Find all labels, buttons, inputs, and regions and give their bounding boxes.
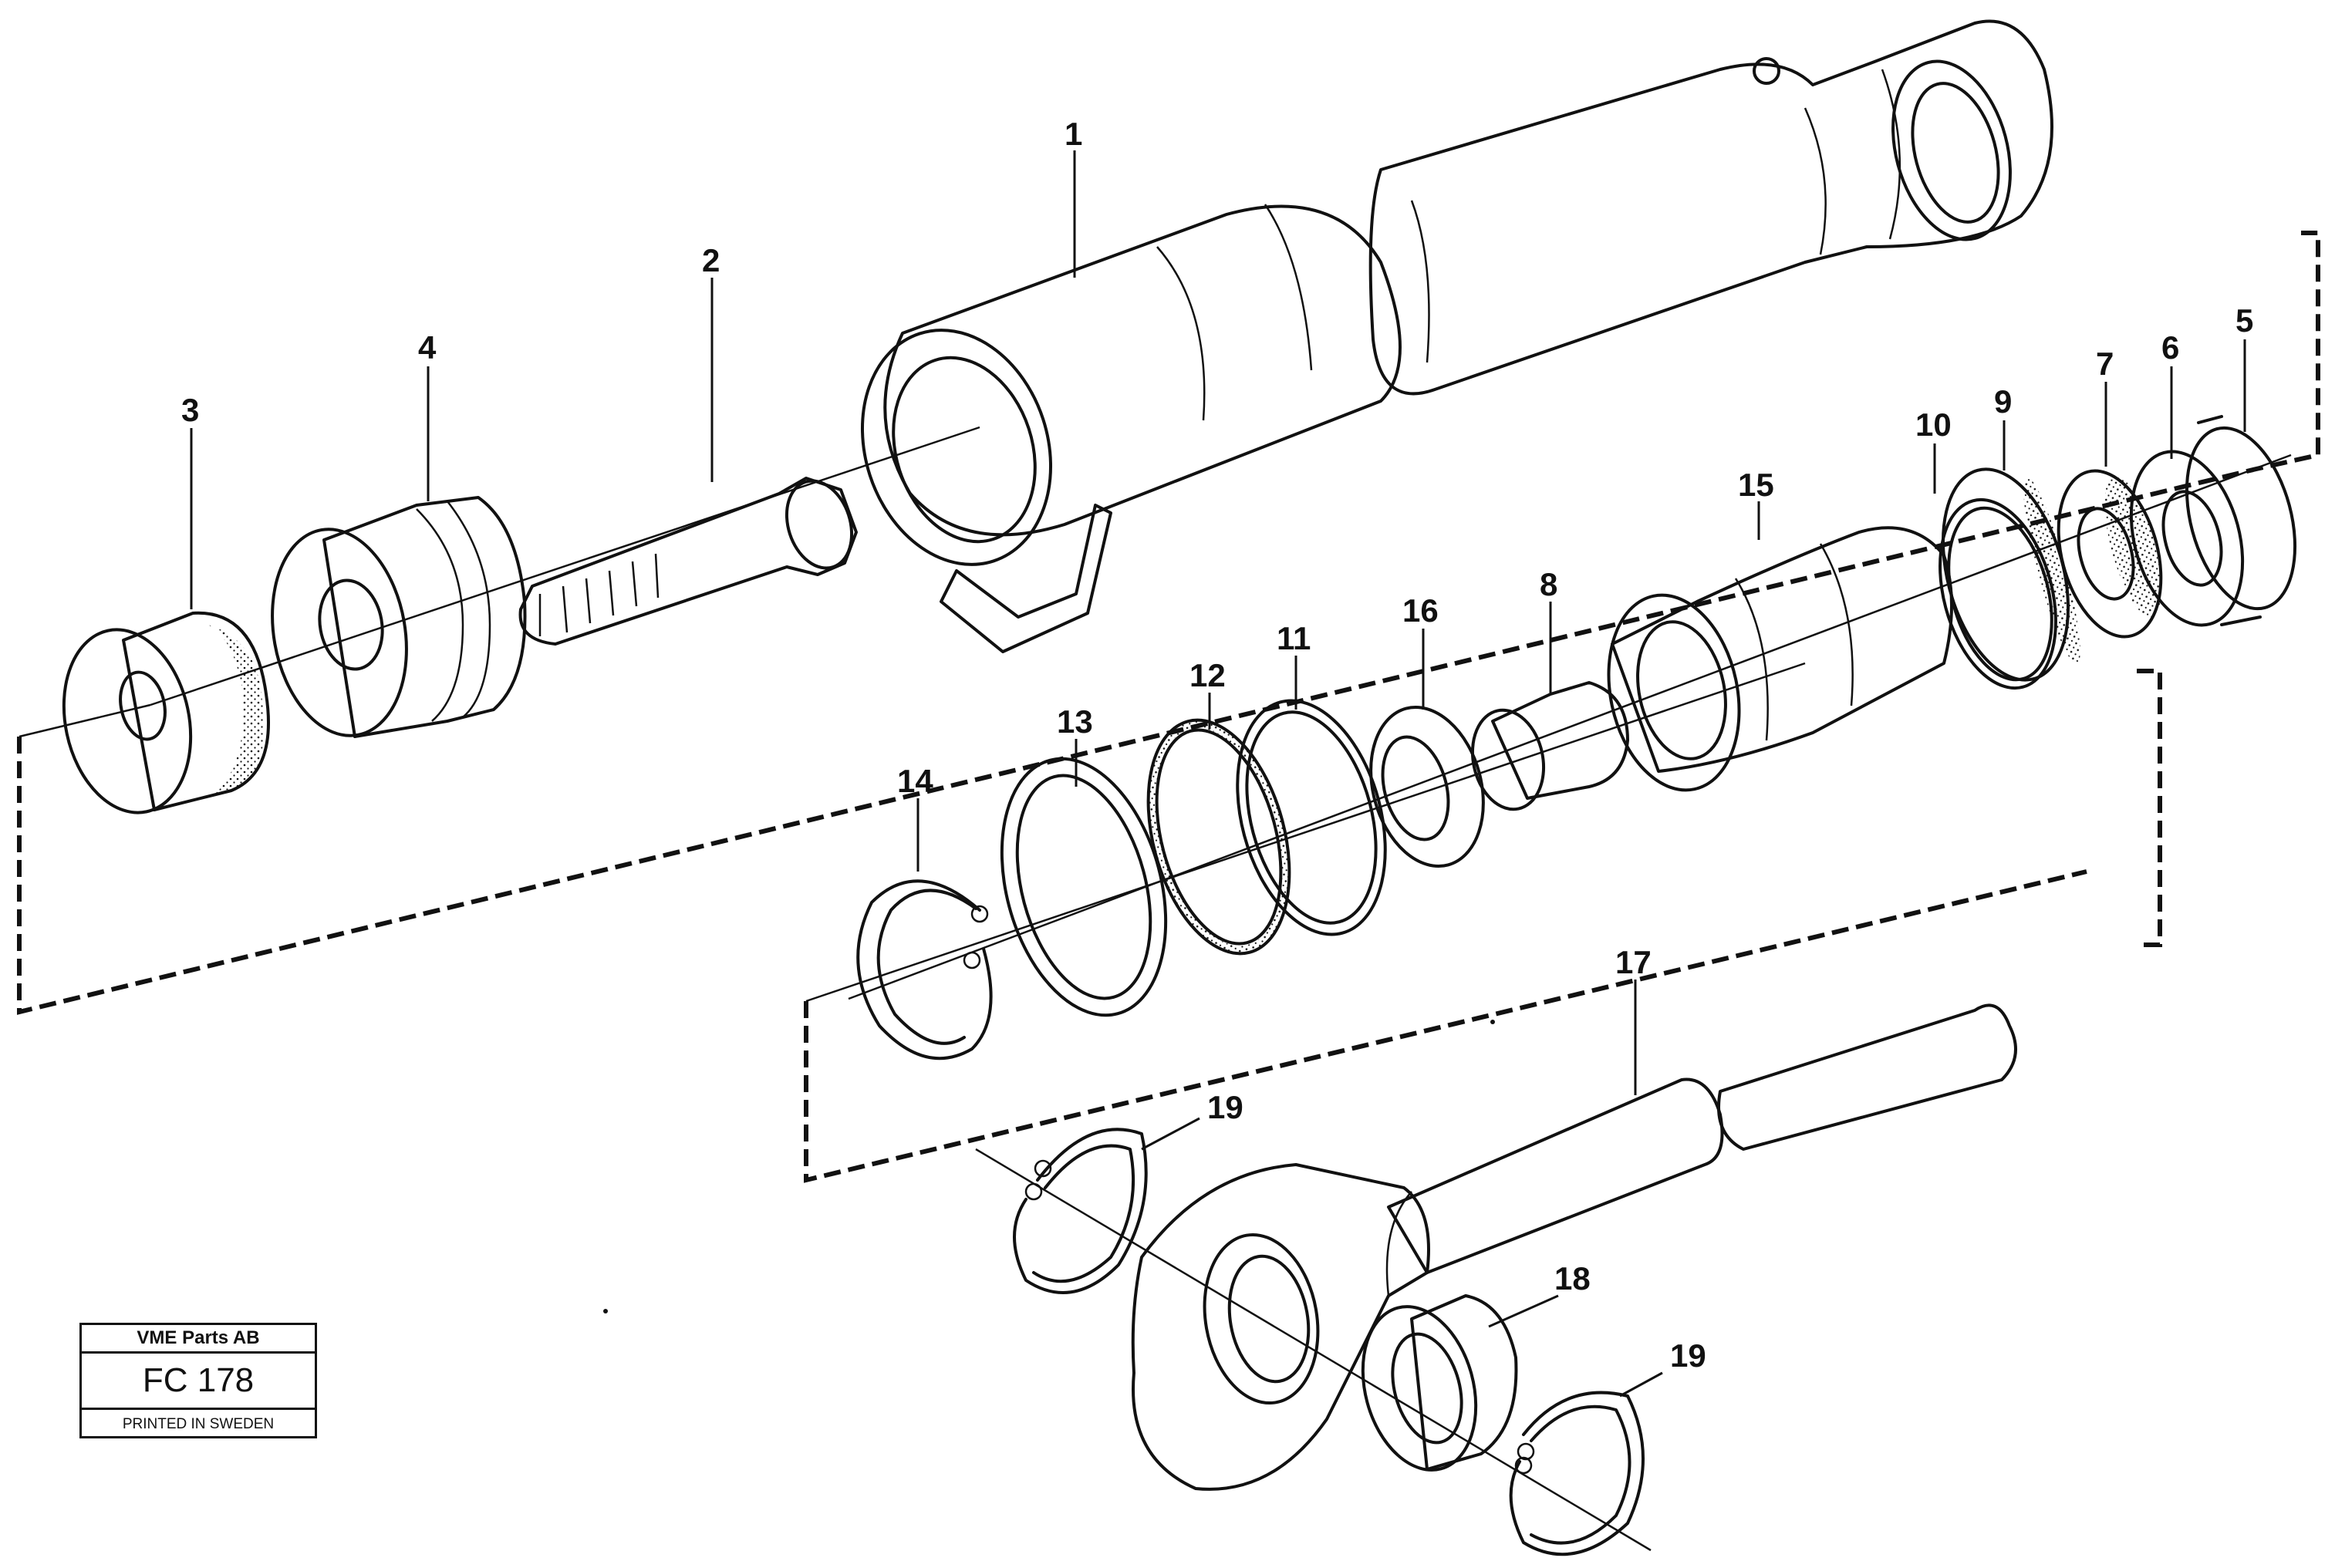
callout-12: 12 bbox=[1189, 657, 1226, 693]
upper-center-axis bbox=[150, 426, 980, 706]
part-4-cylinder-head bbox=[271, 496, 527, 738]
part-10-ring bbox=[1939, 497, 2057, 690]
callout-1: 1 bbox=[1065, 116, 1082, 152]
part-13-ring bbox=[1000, 757, 1168, 1017]
part-17-piston-rod bbox=[1131, 1003, 2017, 1491]
callout-16: 16 bbox=[1402, 592, 1439, 629]
company-name: VME Parts AB bbox=[82, 1325, 315, 1354]
part-1-cylinder-tube bbox=[860, 19, 2053, 653]
title-block: VME Parts AB FC 178 PRINTED IN SWEDEN bbox=[79, 1323, 317, 1438]
callout-6: 6 bbox=[2161, 329, 2179, 366]
part-12-ring bbox=[1146, 718, 1291, 956]
part-3-piston bbox=[62, 611, 270, 814]
part-8-bushing bbox=[1470, 681, 1629, 811]
callout-7: 7 bbox=[2096, 346, 2114, 382]
assembly-guide-lines bbox=[17, 231, 2320, 1183]
part-5-ring bbox=[2185, 415, 2297, 626]
callout-14: 14 bbox=[897, 763, 933, 799]
callout-13: 13 bbox=[1057, 703, 1093, 740]
callout-5: 5 bbox=[2235, 302, 2253, 339]
callout-4: 4 bbox=[418, 329, 437, 366]
callout-9: 9 bbox=[1994, 383, 2012, 420]
callout-10: 10 bbox=[1915, 406, 1952, 443]
part-15-guide bbox=[1607, 526, 1953, 792]
callout-19-upper: 19 bbox=[1207, 1089, 1243, 1125]
part-2-bolt bbox=[518, 477, 858, 646]
callout-17: 17 bbox=[1615, 944, 1652, 980]
lower-eye-axis bbox=[975, 1148, 1652, 1552]
printed-note: PRINTED IN SWEDEN bbox=[122, 1416, 275, 1432]
callout-19-lower: 19 bbox=[1670, 1337, 1706, 1374]
callout-3: 3 bbox=[181, 392, 199, 428]
part-14-circlip bbox=[856, 879, 993, 1061]
callout-leaders bbox=[190, 150, 2246, 1398]
callout-2: 2 bbox=[702, 242, 720, 278]
part-19-circlip-lower bbox=[1509, 1391, 1645, 1556]
callout-numbers: 1 2 4 3 5 6 7 9 10 15 8 16 11 12 13 14 1… bbox=[181, 116, 2253, 1374]
part-18-spherical-bearing bbox=[1361, 1294, 1518, 1472]
figure-code: FC 178 bbox=[82, 1354, 315, 1410]
callout-8: 8 bbox=[1540, 566, 1557, 602]
callout-15: 15 bbox=[1738, 467, 1774, 503]
callout-11: 11 bbox=[1277, 620, 1311, 656]
callout-18: 18 bbox=[1554, 1260, 1591, 1297]
part-16-seal bbox=[1369, 705, 1485, 868]
part-11-ring bbox=[1236, 699, 1387, 936]
part-19-circlip-upper bbox=[1013, 1128, 1148, 1294]
